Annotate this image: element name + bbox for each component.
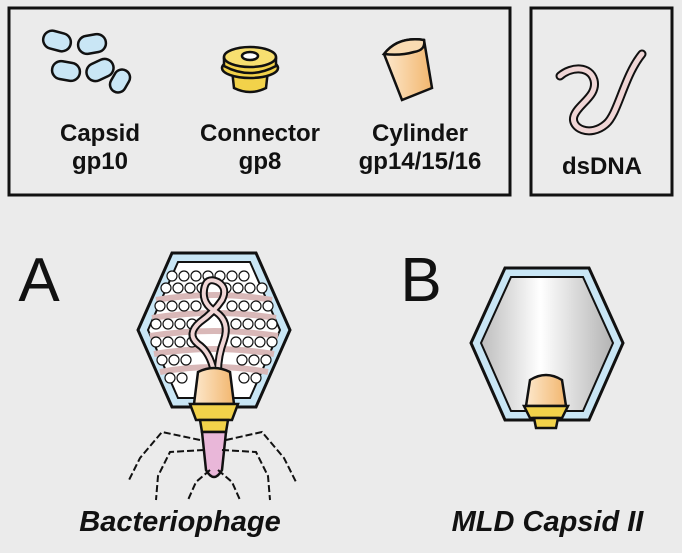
dsdna-label: dsDNA bbox=[540, 153, 664, 181]
caption-mld-capsid: MLD Capsid II bbox=[451, 506, 644, 538]
mld-capsid-illustration bbox=[469, 266, 625, 430]
legend-box-dna bbox=[529, 6, 674, 197]
capsid-protein: gp10 bbox=[71, 148, 128, 175]
cylinder-protein: gp14/15/16 bbox=[358, 148, 482, 175]
capsid-icon bbox=[41, 29, 132, 94]
cylinder-label: Cylinder gp14/15/16 bbox=[338, 120, 502, 176]
cylinder-name: Cylinder bbox=[371, 120, 469, 147]
panel-letter-b: B bbox=[400, 246, 442, 315]
capsid-label: Capsid gp10 bbox=[40, 120, 160, 176]
bacteriophage-illustration bbox=[127, 251, 297, 501]
dsdna-name: dsDNA bbox=[561, 153, 642, 180]
connector-label: Connector gp8 bbox=[185, 120, 335, 176]
connector-icon bbox=[220, 45, 280, 94]
connector-protein: gp8 bbox=[238, 148, 282, 175]
legend-box-proteins bbox=[7, 6, 512, 197]
panel-letter-a: A bbox=[18, 246, 60, 315]
caption-bacteriophage: Bacteriophage bbox=[79, 506, 281, 538]
cylinder-icon bbox=[381, 38, 434, 102]
dsdna-icon bbox=[555, 49, 647, 136]
connector-name: Connector bbox=[200, 120, 320, 147]
capsid-name: Capsid bbox=[59, 120, 140, 147]
